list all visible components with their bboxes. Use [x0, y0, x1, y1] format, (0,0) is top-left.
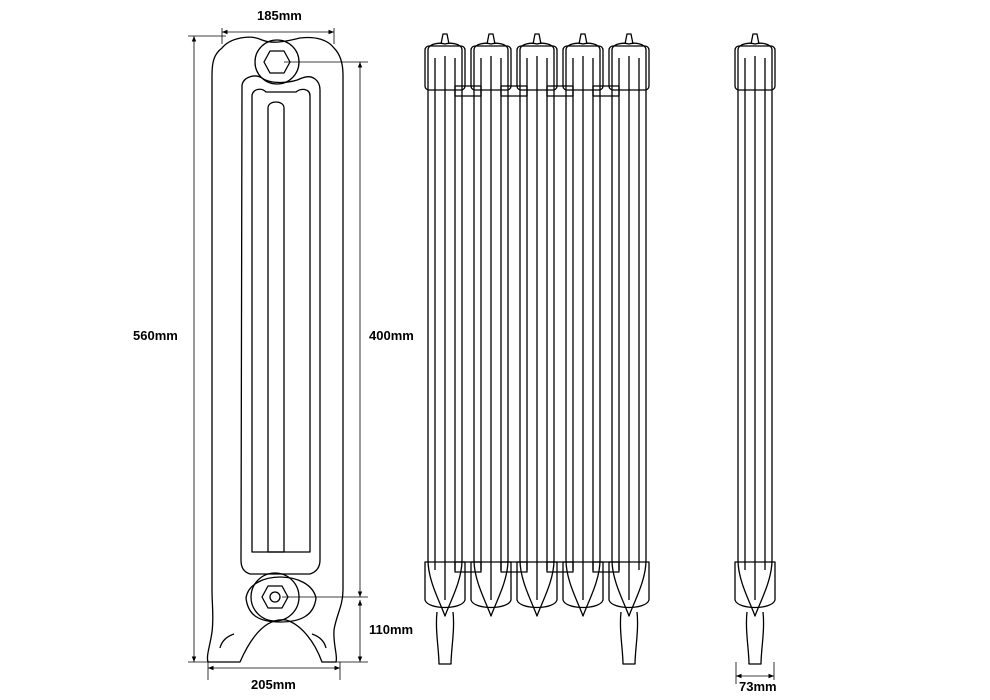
connector [546, 85, 574, 97]
top-spike [532, 33, 542, 45]
bottom-hub [562, 561, 604, 609]
column-body [611, 42, 647, 617]
bottom-hub [608, 561, 650, 609]
top-hub [734, 45, 776, 91]
radiator-section [608, 33, 650, 617]
centres-height-label: 400mm [368, 328, 415, 343]
top-hub [608, 45, 650, 91]
connector [500, 561, 528, 573]
top-spike [750, 33, 760, 45]
connector [500, 85, 528, 97]
front-view [206, 36, 344, 663]
end-view [734, 33, 776, 665]
dimension-lines [188, 28, 775, 684]
radiator-section [516, 33, 558, 617]
bottom-hub [470, 561, 512, 609]
total-height-label: 560mm [132, 328, 179, 343]
top-spike [578, 33, 588, 45]
bottom-hub [424, 561, 466, 609]
radiator-section [734, 33, 776, 617]
connector [454, 561, 482, 573]
bottom-width-label: 205mm [250, 677, 297, 692]
side-view [424, 33, 650, 665]
radiator-section [562, 33, 604, 617]
bottom-hub [516, 561, 558, 609]
column-body [737, 42, 773, 617]
top-hub [516, 45, 558, 91]
column-body [519, 42, 555, 617]
top-width-label: 185mm [256, 8, 303, 23]
floor-to-centre-label: 110mm [368, 622, 415, 637]
top-spike [440, 33, 450, 45]
leg [745, 611, 765, 665]
connector [454, 85, 482, 97]
column-body [473, 42, 509, 617]
radiator-section [470, 33, 512, 617]
leg [619, 611, 639, 665]
connector [592, 85, 620, 97]
top-spike [486, 33, 496, 45]
bottom-hub [734, 561, 776, 609]
top-hub [562, 45, 604, 91]
top-hub [470, 45, 512, 91]
column-body [565, 42, 601, 617]
top-spike [624, 33, 634, 45]
connector [546, 561, 574, 573]
radiator-section [424, 33, 466, 617]
column-body [427, 42, 463, 617]
top-hub [424, 45, 466, 91]
leg [435, 611, 455, 665]
connector [592, 561, 620, 573]
depth-label: 73mm [738, 679, 778, 694]
